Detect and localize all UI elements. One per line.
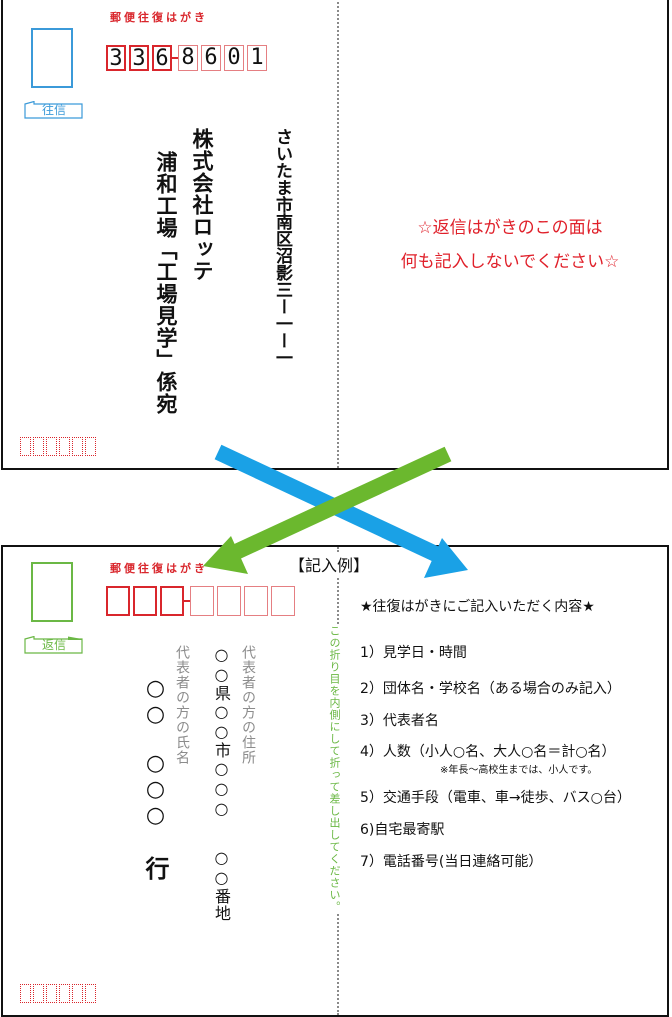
- zip-code-blank: [106, 586, 298, 616]
- list-item: 3）代表者名: [360, 713, 439, 729]
- workshare-box: [59, 984, 70, 1003]
- workshare-box: [85, 437, 96, 456]
- zip-digit: 3: [129, 45, 149, 71]
- list-item: 6)自宅最寄駅: [360, 822, 445, 838]
- zip-box: [106, 586, 130, 616]
- workshare-box: [59, 437, 70, 456]
- workshare-box: [20, 437, 31, 456]
- list-item: 5）交通手段（電車、車→徒歩、バス○台）: [360, 790, 631, 806]
- zip-box: [190, 586, 214, 616]
- workshare-box: [46, 984, 57, 1003]
- workshare-box: [46, 437, 57, 456]
- zip-box: [217, 586, 241, 616]
- rep-name-label: 代表者の方の氏名: [174, 645, 190, 765]
- zip-digit: 8: [178, 45, 198, 71]
- recipient-name: 浦和工場「工場見学」係宛: [154, 151, 179, 415]
- green-arrow-icon: [203, 446, 452, 574]
- rep-address-value: ○○県○○市○○○: [212, 645, 231, 819]
- postal-label: 郵便往復はがき: [110, 562, 208, 575]
- workshare-boxes: [20, 984, 98, 1003]
- notice-line-2: 何も記入しないでください☆: [400, 252, 620, 272]
- stamp-box: [31, 28, 73, 88]
- zip-digit: 1: [247, 45, 267, 71]
- list-item: 4）人数（小人○名、大人○名＝計○名）: [360, 744, 616, 760]
- list-item: 1）見学日・時間: [360, 645, 467, 661]
- zip-box: [160, 586, 184, 616]
- list-item: 2）団体名・学校名（ある場合のみ記入）: [360, 681, 621, 697]
- zip-separator: [172, 57, 178, 59]
- zip-box: [244, 586, 268, 616]
- zip-box: [271, 586, 295, 616]
- outgoing-tag-label: 往信: [41, 103, 66, 117]
- zip-separator: [184, 600, 190, 602]
- zip-digit: 6: [152, 45, 172, 71]
- zip-digit: 3: [106, 45, 126, 71]
- zip-digit: 0: [224, 45, 244, 71]
- rep-name-suffix: 行: [141, 856, 169, 880]
- notice-line-1: ☆返信はがきのこの面は: [417, 218, 603, 238]
- tag-shape-icon: [24, 101, 83, 119]
- zip-box: [133, 586, 157, 616]
- company-name: 株式会社ロッテ: [190, 128, 215, 282]
- workshare-box: [33, 437, 44, 456]
- list-title: ★往復はがきにご記入いただく内容★: [360, 599, 595, 615]
- workshare-box: [72, 984, 83, 1003]
- outgoing-postcard: [1, 0, 669, 470]
- workshare-box: [33, 984, 44, 1003]
- fold-instruction: この折り目を内側にして折って差し出してください。: [326, 625, 342, 913]
- zip-digit: 6: [201, 45, 221, 71]
- workshare-box: [72, 437, 83, 456]
- outgoing-tag: 往信: [24, 101, 84, 119]
- workshare-boxes: [20, 437, 98, 456]
- zip-code: 3 3 6 8 6 0 1: [106, 45, 270, 71]
- item-note: ※年長～高校生までは、小人です。: [440, 765, 598, 776]
- rep-address-value-2: ○○番地: [212, 848, 231, 922]
- rep-address-label: 代表者の方の住所: [240, 645, 256, 765]
- list-item: 7）電話番号(当日連絡可能）: [360, 854, 543, 870]
- rep-name-value: ○○ ○○○: [143, 676, 168, 829]
- tag-shape-icon: [24, 636, 83, 654]
- return-tag: 返信: [24, 636, 84, 654]
- postal-label: 郵便往復はがき: [110, 11, 208, 24]
- workshare-box: [85, 984, 96, 1003]
- return-tag-label: 返信: [41, 638, 66, 652]
- recipient-address: さいたま市南区沼影三ー一ー一: [272, 128, 292, 366]
- sample-heading: 【記入例】: [287, 552, 372, 576]
- stamp-box: [31, 562, 73, 622]
- workshare-box: [20, 984, 31, 1003]
- fold-line: [337, 0, 339, 468]
